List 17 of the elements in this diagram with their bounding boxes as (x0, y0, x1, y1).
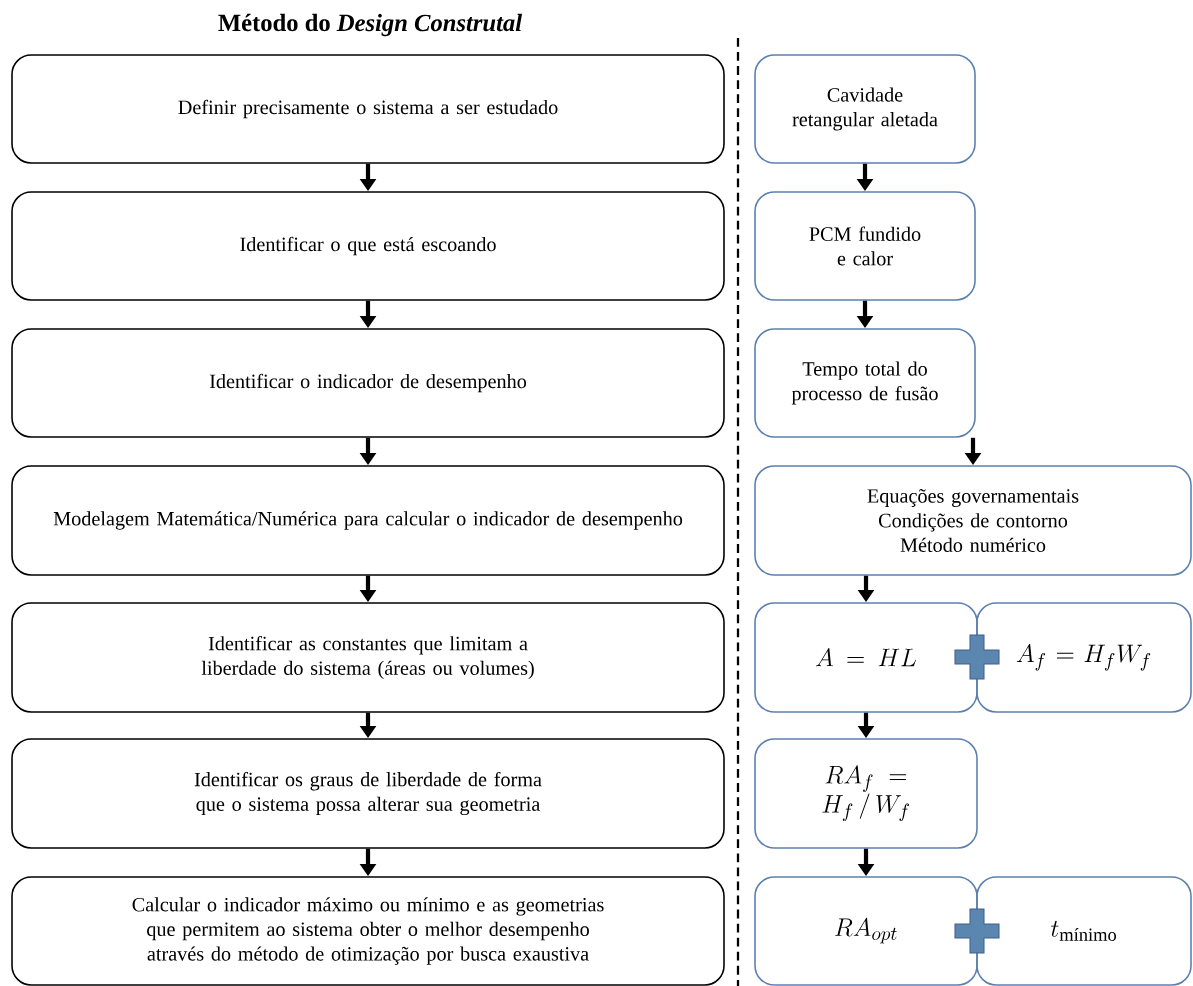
diagram-title: Método do Design Construtal (218, 13, 523, 37)
process-box: PCM fundido e calor (754, 191, 976, 301)
process-box: Identificar os graus de liberdade de forma que o sistema possa alterar sua geometria (11, 738, 725, 849)
process-box: $A = HL$ (754, 602, 978, 713)
process-box: Modelagem Matemática/Numérica para calcular o indicador de desempenho (11, 465, 725, 576)
process-box: $A_f = H_fW_f$ (976, 602, 1192, 713)
process-box: $RA_f = H_f\,/\,W_f$ (754, 738, 978, 849)
process-box: Calcular o indicador máximo ou mínimo e as geometrias que permitem ao sistema obter o melhor desempenho através do método de otimização por busca exaustiva (11, 876, 725, 986)
process-box: Identificar as constantes que limitam a liberdade do sistema (áreas ou volumes) (11, 602, 725, 713)
process-box: $t_{\text{mínimo}}$ (976, 876, 1192, 986)
process-box: Definir precisamente o sistema a ser estudado (11, 54, 725, 164)
process-box: $RA_{opt}$ (754, 876, 978, 986)
process-box: Equações governamentais Condições de contorno Método numérico (754, 465, 1192, 576)
process-box: Identificar o que está escoando (11, 191, 725, 301)
process-box: Identificar o indicador de desempenho (11, 328, 725, 438)
process-box: Cavidade retangular aletada (754, 54, 976, 164)
process-box: Tempo total do processo de fusão (754, 328, 976, 438)
